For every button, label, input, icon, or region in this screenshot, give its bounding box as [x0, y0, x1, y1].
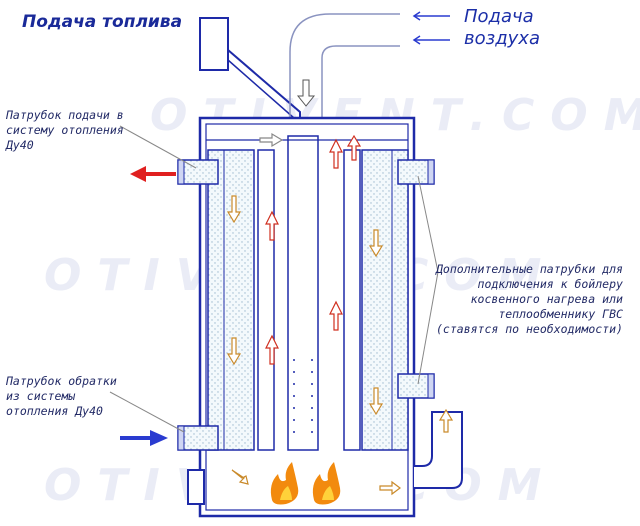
air-supply-label-line2: воздуха: [464, 28, 540, 49]
callout-supply-pipe: Патрубок подачи в систему отопления Ду40: [6, 108, 124, 153]
water-jacket-right: [361, 149, 409, 451]
leader-line-extra-2: [417, 271, 439, 385]
hot-water-out-arrow: [130, 166, 176, 182]
air-supply-pipe: [289, 13, 400, 118]
flame-icon: [312, 462, 341, 505]
callout-line: из системы: [6, 389, 76, 403]
central-air-tube: [287, 135, 319, 451]
air-supply-label-line1: Подача: [464, 6, 534, 27]
leader-line-return: [109, 391, 185, 433]
fuel-hopper: [199, 17, 229, 71]
return-pipe: [177, 425, 219, 451]
callout-line: теплообменнику ГВС: [498, 307, 623, 321]
supply-pipe: [177, 159, 219, 185]
water-jacket-left: [207, 149, 255, 451]
callout-line: Патрубок обратки: [6, 374, 117, 388]
cold-water-in-arrow: [120, 430, 168, 446]
callout-line: (ставятся по необходимости): [436, 322, 623, 336]
air-tube-perforations: [293, 359, 313, 433]
air-down-arrow: [296, 79, 316, 107]
air-arrow-1: [412, 11, 450, 45]
callout-line: отопления Ду40: [6, 404, 103, 418]
callout-line: Дополнительные патрубки для: [436, 262, 623, 276]
flue-outlet-pipe: [414, 411, 463, 489]
callout-line: подключения к бойлеру: [477, 277, 623, 291]
callout-line: Ду40: [6, 138, 34, 152]
ash-door: [187, 469, 205, 505]
flame-icon: [270, 462, 299, 505]
flow-arrows: [226, 132, 454, 496]
inner-tube-right: [343, 149, 361, 451]
page-title: Подача топлива: [22, 12, 183, 32]
inner-tube-left: [257, 149, 275, 451]
callout-extra-pipes: Дополнительные патрубки для подключения …: [436, 262, 623, 337]
callout-line: Патрубок подачи в: [6, 108, 124, 122]
leader-line-extra-1: [417, 175, 439, 273]
leader-line-supply: [119, 125, 197, 169]
callout-line: систему отопления: [6, 123, 124, 137]
callout-return-pipe: Патрубок обратки из системы отопления Ду…: [6, 374, 117, 419]
callout-line: косвенного нагрева или: [470, 292, 623, 306]
